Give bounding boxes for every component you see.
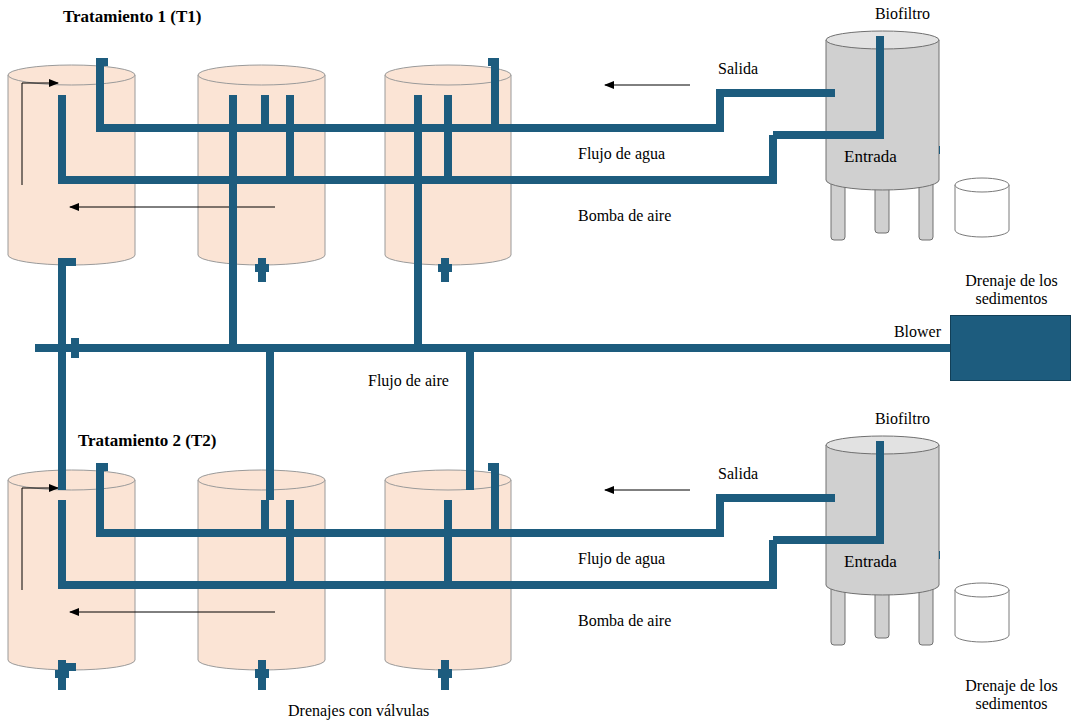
node-label: Entrada [844, 148, 897, 166]
drain-label: Drenaje de los sedimentos [952, 677, 1071, 713]
biofilter: BiofiltroEntrada [825, 435, 940, 648]
flow-label: Flujo de agua [578, 550, 665, 568]
node-heading: Biofiltro [825, 5, 980, 23]
pump-label: Bomba de aire [578, 207, 671, 225]
biofilter: BiofiltroEntrada [825, 30, 940, 243]
outlet-label: Salida [718, 60, 758, 78]
valve-note: Drenajes con válvulas [288, 702, 429, 720]
node-label: Entrada [844, 553, 897, 571]
biofilter-cylinder [825, 30, 940, 243]
node-heading: Blower [894, 323, 941, 341]
drain-label: Drenaje de los sedimentos [952, 272, 1071, 308]
pump-label: Bomba de aire [578, 612, 671, 630]
treatment-title: Tratamiento 2 (T2) [78, 432, 217, 450]
flow-label: Flujo de agua [578, 145, 665, 163]
outlet-label: Salida [718, 465, 758, 483]
air-flow-label: Flujo de aire [368, 372, 449, 390]
blower-box: Blower [950, 315, 1071, 381]
node-heading: Biofiltro [825, 410, 980, 428]
biofilter-cylinder [825, 435, 940, 648]
treatment-title: Tratamiento 1 (T1) [63, 8, 202, 26]
